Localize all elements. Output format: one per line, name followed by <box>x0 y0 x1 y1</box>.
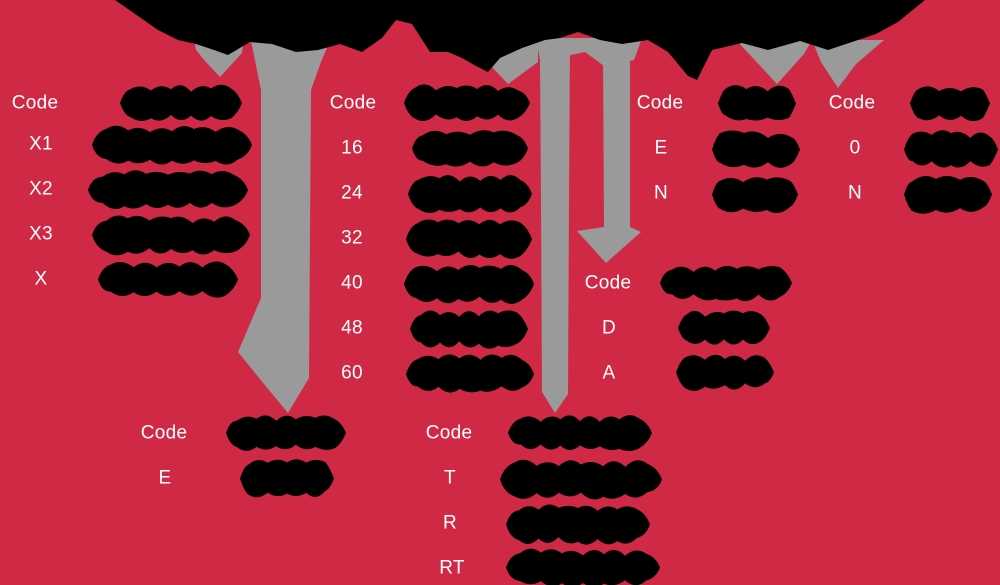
table4-row-n-redacted-blob <box>904 175 992 214</box>
table3-header-redacted-blob <box>718 85 796 121</box>
table1-code-x1: X1 <box>29 133 53 155</box>
table2-row-16-redacted-blob <box>412 130 528 167</box>
arrow-to-output-type-icon <box>536 38 570 413</box>
table7-row-rt-redacted-blob <box>506 548 660 585</box>
table5-code-a: A <box>602 362 616 384</box>
table6-code-header: Code <box>140 422 188 444</box>
table7-code-t: T <box>444 467 456 489</box>
table7-row-r-redacted-blob <box>506 504 650 545</box>
arrow-to-table4-icon <box>812 40 884 88</box>
table2-row-40-redacted-blob <box>404 264 534 304</box>
table1-code-x: X <box>34 268 48 290</box>
arrow-to-trade-type-icon <box>238 36 332 413</box>
table7-code-r: R <box>442 512 458 534</box>
table5-code-d: D <box>601 317 617 339</box>
table2-code-48: 48 <box>341 317 363 339</box>
redacted-descriptions <box>88 84 998 585</box>
table3-code-e: E <box>654 137 668 159</box>
table2-code-header: Code <box>329 92 377 114</box>
table4-code-n: N <box>847 182 863 204</box>
table3-row-e-redacted-blob <box>712 130 800 168</box>
table2-code-60: 60 <box>341 362 363 384</box>
title-redacted-blob <box>115 0 925 80</box>
table1-code-header: Code <box>11 92 59 114</box>
table2-code-16: 16 <box>341 137 363 159</box>
table1-row-x1-redacted-blob <box>92 125 252 165</box>
table2-row-48-redacted-blob <box>410 310 528 349</box>
table3-code-header: Code <box>636 92 684 114</box>
table5-row-a-redacted-blob <box>676 354 774 391</box>
table5-code-header: Code <box>584 272 632 294</box>
table6-row-e-redacted-blob <box>240 459 334 498</box>
table7-header-redacted-blob <box>508 415 652 452</box>
table2-row-60-redacted-blob <box>406 354 534 393</box>
pointer-arrows <box>194 36 884 413</box>
table2-code-40: 40 <box>341 272 363 294</box>
arrow-to-power-supply-icon <box>577 52 641 263</box>
table4-row-0-redacted-blob <box>904 130 998 168</box>
table3-row-n-redacted-blob <box>712 177 798 214</box>
table4-code-0: 0 <box>849 137 861 159</box>
table7-row-t-redacted-blob <box>500 459 662 500</box>
table1-code-x3: X3 <box>29 223 53 245</box>
table6-header-redacted-blob <box>226 415 346 451</box>
table7-code-header: Code <box>425 422 473 444</box>
table1-code-x2: X2 <box>29 178 53 200</box>
table3-code-n: N <box>653 182 669 204</box>
table7-code-rt: RT <box>439 557 465 579</box>
table6-code-e: E <box>158 467 172 489</box>
arrow-to-table3-icon <box>736 40 812 84</box>
table2-code-32: 32 <box>341 227 363 249</box>
table2-header-redacted-blob <box>404 84 530 122</box>
table1-header-redacted-blob <box>120 84 242 122</box>
table5-header-redacted-blob <box>660 265 792 302</box>
table1-row-x2-redacted-blob <box>88 170 248 209</box>
table2-row-24-redacted-blob <box>408 175 532 214</box>
table4-code-header: Code <box>828 92 876 114</box>
table2-row-32-redacted-blob <box>406 219 532 259</box>
table1-row-x3-redacted-blob <box>92 215 250 256</box>
table4-header-redacted-blob <box>910 86 990 122</box>
table1-row-x-redacted-blob <box>98 261 238 298</box>
table2-code-24: 24 <box>341 182 363 204</box>
table5-row-d-redacted-blob <box>678 310 770 345</box>
